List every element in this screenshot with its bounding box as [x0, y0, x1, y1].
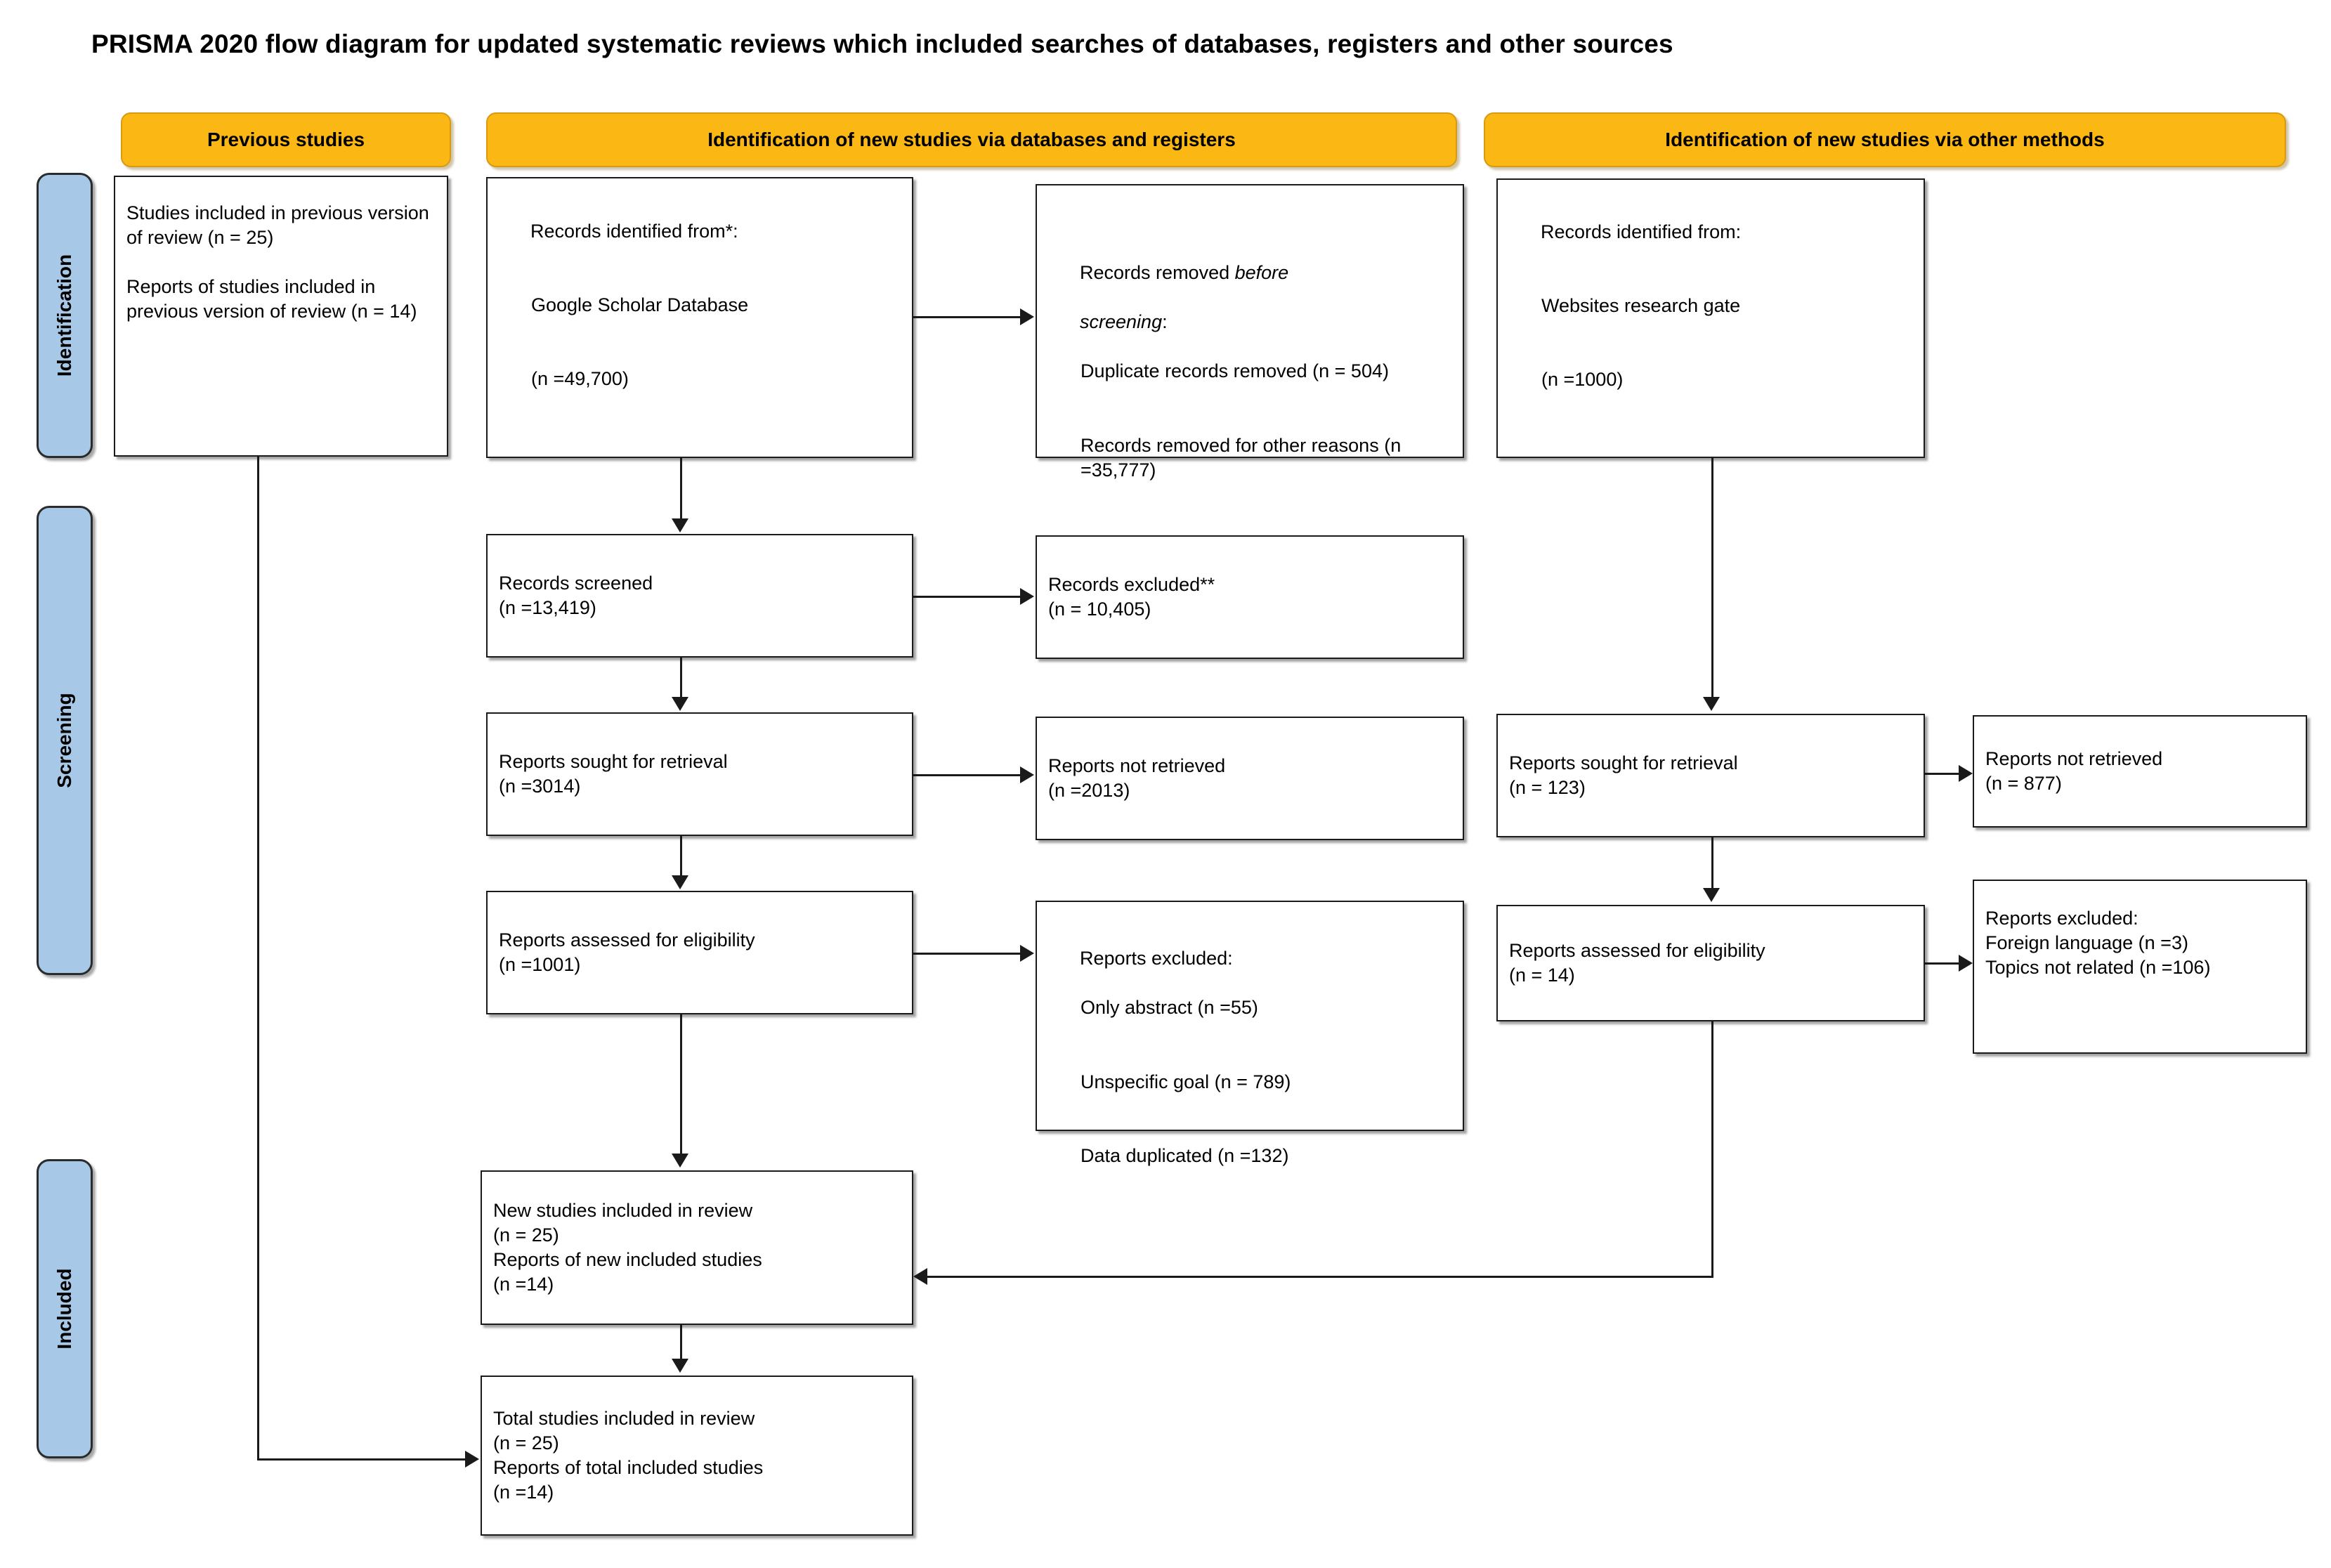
- arrow-other-assessed-to-excluded: [1959, 955, 1973, 972]
- box-reports-not-retrieved-databases-text: Reports not retrieved (n =2013): [1048, 754, 1226, 801]
- records-identified-other-line2: Websites research gate: [1541, 294, 1741, 316]
- connector-sought-to-notretrieved-db: [913, 774, 1020, 776]
- connector-previous-studies-down: [257, 457, 259, 1460]
- reports-excluded-db-item1: Only abstract (n =55): [1080, 997, 1258, 1019]
- connector-screened-to-excluded: [913, 596, 1020, 598]
- box-reports-not-retrieved-databases: Reports not retrieved (n =2013): [1036, 717, 1464, 840]
- arrow-new-to-total-studies: [672, 1359, 688, 1373]
- records-removed-before-word: before: [1234, 262, 1289, 284]
- connector-other-assessed-to-excluded: [1925, 962, 1959, 965]
- records-identified-db-line2: Google Scholar Database: [531, 294, 749, 315]
- box-records-identified-databases-text: Records identified from*: Google Scholar…: [488, 195, 912, 441]
- connector-other-sought-to-notretrieved: [1925, 773, 1959, 775]
- box-reports-not-retrieved-other: Reports not retrieved (n = 877): [1973, 715, 2307, 828]
- band-screening-label: Screening: [53, 693, 75, 788]
- box-reports-excluded-databases: Reports excluded: Only abstract (n =55) …: [1036, 901, 1464, 1166]
- arrow-other-sought-to-notretrieved: [1959, 765, 1973, 782]
- arrow-screened-to-sought: [672, 697, 688, 711]
- connector-other-sought-to-assessed: [1711, 837, 1713, 888]
- records-removed-colon: :: [1162, 311, 1168, 333]
- box-reports-assessed-other: Reports assessed for eligibility (n = 14…: [1496, 905, 1925, 1021]
- box-records-removed-text: Records removed before screening: Duplic…: [1037, 185, 1463, 532]
- box-reports-sought-databases: Reports sought for retrieval (n =3014): [486, 712, 913, 836]
- box-reports-assessed-databases-text: Reports assessed for eligibility (n =100…: [499, 929, 755, 975]
- reports-excluded-db-head: Reports excluded:: [1080, 948, 1233, 969]
- arrow-screened-to-excluded: [1020, 588, 1034, 605]
- arrow-other-identified-to-sought: [1703, 697, 1720, 711]
- connector-new-to-total-studies: [680, 1325, 682, 1359]
- connector-assessed-to-excluded-db: [913, 953, 1020, 955]
- header-other-methods-label: Identification of new studies via other …: [1665, 129, 2105, 150]
- band-identification-label: Identification: [53, 254, 75, 377]
- box-previous-studies: Studies included in previous version of …: [114, 176, 448, 457]
- box-reports-not-retrieved-other-text: Reports not retrieved (n = 877): [1985, 747, 2163, 794]
- box-records-screened: Records screened (n =13,419): [486, 534, 913, 658]
- connector-screened-to-sought: [680, 658, 682, 697]
- records-identified-db-line3: (n =49,700): [531, 368, 629, 390]
- arrow-identified-to-removed: [1020, 308, 1034, 325]
- connector-other-assessed-down: [1711, 1021, 1713, 1277]
- box-records-excluded-text: Records excluded** (n = 10,405): [1048, 573, 1215, 620]
- records-removed-line1: Records removed: [1080, 262, 1235, 284]
- header-other-methods: Identification of new studies via other …: [1484, 112, 2286, 167]
- box-records-removed-before-screening: Records removed before screening: Duplic…: [1036, 184, 1464, 481]
- box-new-studies-included: New studies included in review (n = 25) …: [481, 1170, 913, 1325]
- arrow-sought-to-notretrieved-db: [1020, 766, 1034, 783]
- header-databases-registers-label: Identification of new studies via databa…: [707, 129, 1236, 150]
- header-previous-studies: Previous studies: [121, 112, 451, 167]
- box-records-identified-databases: Records identified from*: Google Scholar…: [486, 177, 913, 458]
- band-included-label: Included: [53, 1268, 75, 1350]
- arrow-other-to-new-studies: [913, 1268, 927, 1285]
- box-total-studies-included-text: Total studies included in review (n = 25…: [493, 1407, 764, 1503]
- box-new-studies-included-text: New studies included in review (n = 25) …: [493, 1199, 762, 1295]
- connector-other-assessed-left-to-new-studies: [927, 1276, 1713, 1278]
- arrow-identified-to-screened: [672, 518, 688, 533]
- records-identified-other-line3: (n =1000): [1541, 369, 1624, 391]
- records-identified-other-line1: Records identified from:: [1541, 221, 1742, 242]
- page-title: PRISMA 2020 flow diagram for updated sys…: [91, 30, 1673, 58]
- box-reports-sought-databases-text: Reports sought for retrieval (n =3014): [499, 750, 728, 797]
- box-records-excluded: Records excluded** (n = 10,405): [1036, 535, 1464, 659]
- band-included: Included: [37, 1159, 93, 1458]
- band-identification: Identification: [37, 173, 93, 458]
- header-previous-studies-label: Previous studies: [207, 129, 365, 150]
- box-records-identified-other: Records identified from: Websites resear…: [1496, 178, 1925, 458]
- arrow-other-sought-to-assessed: [1703, 888, 1720, 902]
- box-reports-excluded-other: Reports excluded: Foreign language (n =3…: [1973, 880, 2307, 1054]
- connector-sought-to-assessed-db: [680, 836, 682, 875]
- box-reports-excluded-databases-text: Reports excluded: Only abstract (n =55) …: [1037, 902, 1463, 1217]
- reports-excluded-db-item2: Unspecific goal (n = 789): [1080, 1071, 1291, 1092]
- records-removed-duplicates: Duplicate records removed (n = 504): [1080, 360, 1389, 382]
- connector-assessed-to-new-studies: [680, 1014, 682, 1154]
- arrow-assessed-to-new-studies: [672, 1154, 688, 1168]
- box-previous-studies-text: Studies included in previous version of …: [126, 202, 429, 322]
- connector-identified-to-removed: [913, 316, 1020, 318]
- reports-excluded-db-item3: Data duplicated (n =132): [1080, 1144, 1289, 1166]
- arrow-sought-to-assessed-db: [672, 875, 688, 889]
- records-removed-other-reasons: Records removed for other reasons (n =35…: [1080, 434, 1406, 481]
- box-reports-sought-other: Reports sought for retrieval (n = 123): [1496, 714, 1925, 837]
- arrow-assessed-to-excluded-db: [1020, 945, 1034, 962]
- box-reports-assessed-databases: Reports assessed for eligibility (n =100…: [486, 891, 913, 1014]
- records-removed-screening-word: screening: [1080, 311, 1163, 333]
- connector-identified-to-screened: [680, 458, 682, 518]
- band-screening: Screening: [37, 506, 93, 975]
- box-reports-excluded-other-text: Reports excluded: Foreign language (n =3…: [1985, 908, 2211, 979]
- header-databases-registers: Identification of new studies via databa…: [486, 112, 1457, 167]
- connector-other-identified-to-sought: [1711, 458, 1713, 697]
- box-records-identified-other-text: Records identified from: Websites resear…: [1498, 195, 1924, 442]
- box-reports-assessed-other-text: Reports assessed for eligibility (n = 14…: [1509, 939, 1765, 986]
- box-reports-sought-other-text: Reports sought for retrieval (n = 123): [1509, 752, 1738, 798]
- connector-previous-studies-right: [257, 1458, 465, 1461]
- box-records-screened-text: Records screened (n =13,419): [499, 572, 653, 618]
- records-identified-db-line1: Records identified from*:: [530, 220, 738, 242]
- arrow-previous-to-total-studies: [465, 1451, 479, 1468]
- box-total-studies-included: Total studies included in review (n = 25…: [481, 1376, 913, 1536]
